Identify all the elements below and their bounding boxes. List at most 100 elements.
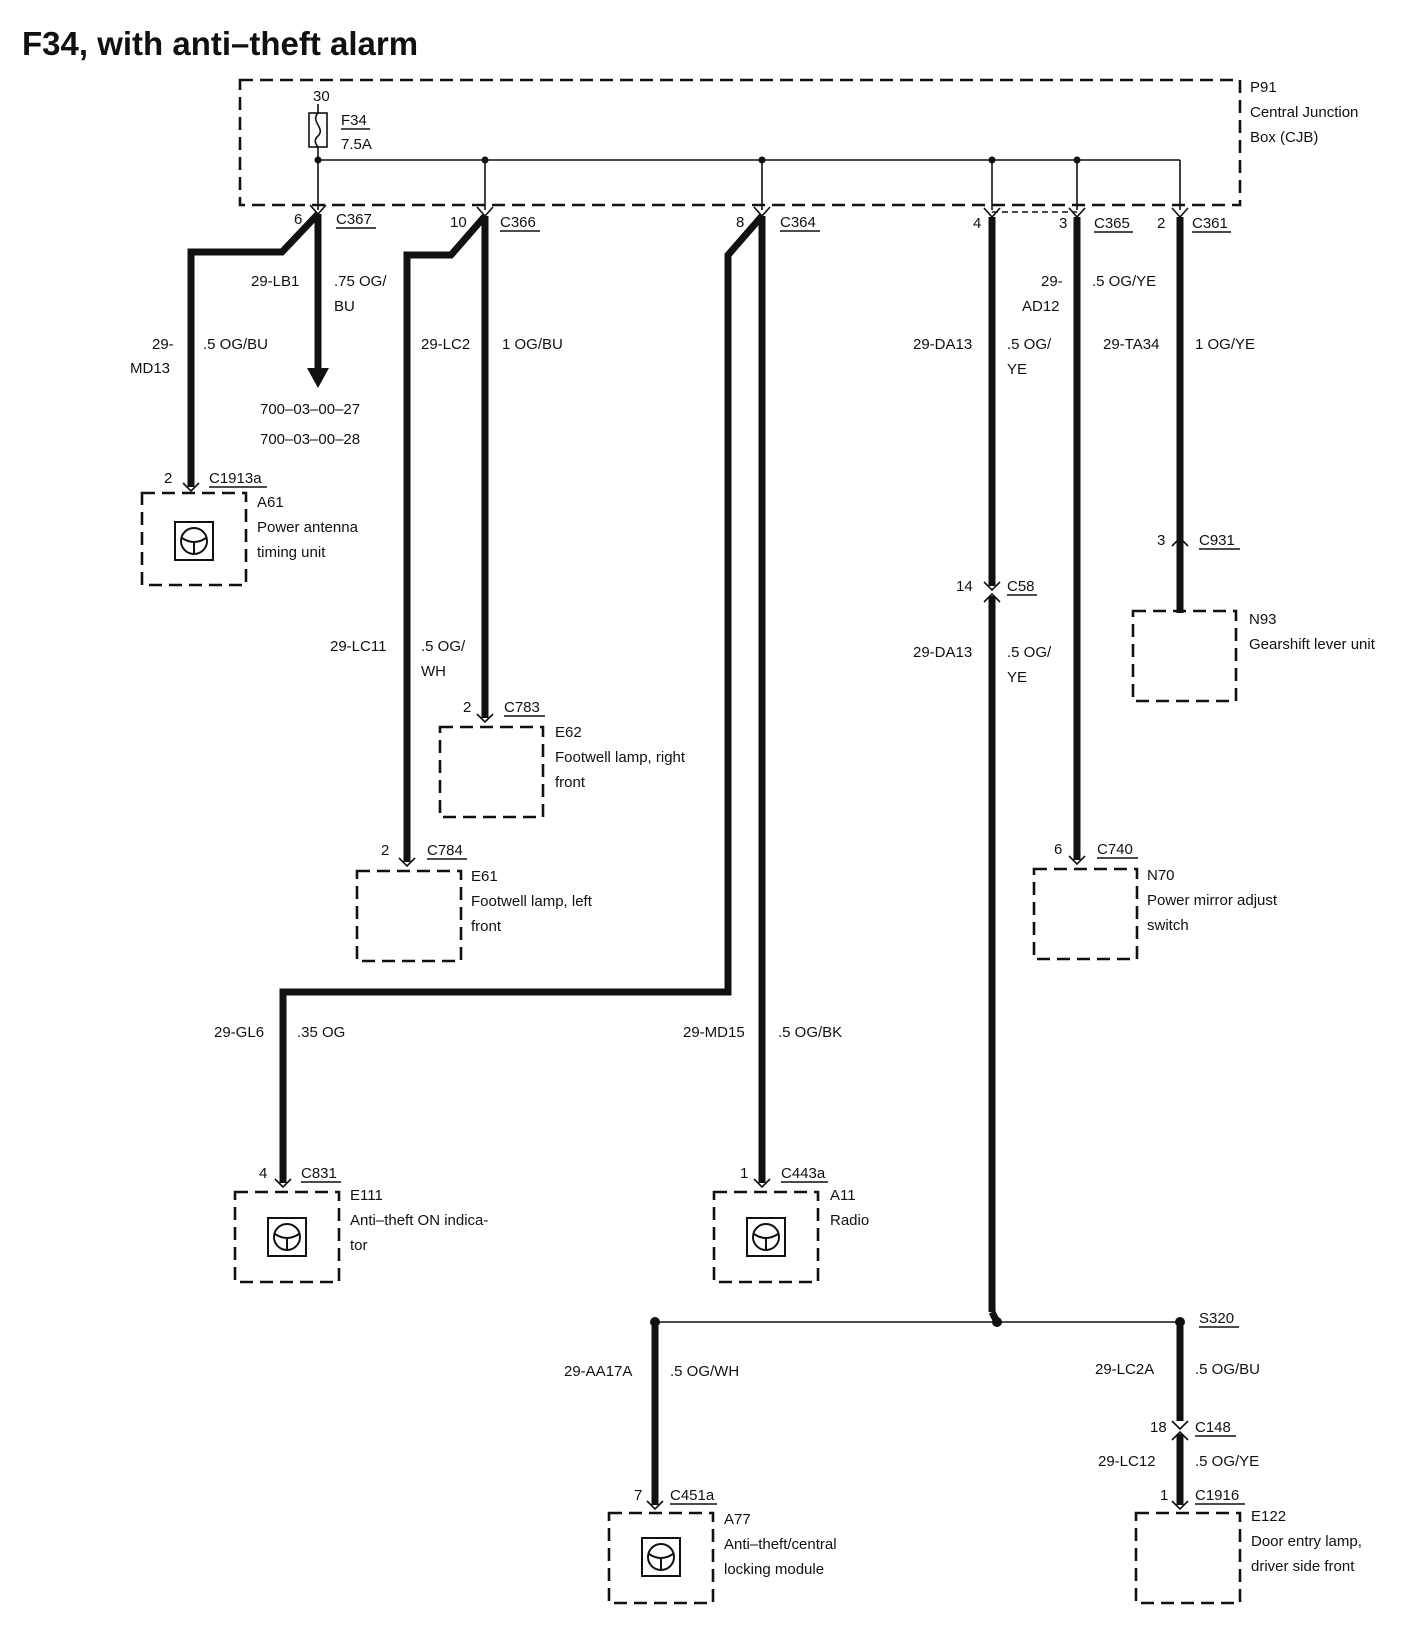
e62-box <box>438 725 545 819</box>
wire-lb1-spec2: BU <box>334 298 355 315</box>
e61-ref: E61 <box>471 868 498 885</box>
wire-ad12-spec: .5 OG/YE <box>1092 273 1156 290</box>
c443a-name: C443a <box>781 1165 826 1182</box>
a61-box <box>140 491 248 587</box>
c1916-connector-icon <box>1171 1500 1189 1511</box>
e111-module-icon <box>267 1217 307 1257</box>
cjb-ref: P91 <box>1250 79 1277 96</box>
e111-line2: tor <box>350 1237 368 1254</box>
e122-ref: E122 <box>1251 1508 1286 1525</box>
n70-line1: Power mirror adjust <box>1147 892 1278 909</box>
s320-node-left <box>650 1317 660 1327</box>
a61-line2: timing unit <box>257 544 326 561</box>
c1913a-pin: 2 <box>164 470 172 487</box>
wire-md13-spec: .5 OG/BU <box>203 336 268 353</box>
c931-name: C931 <box>1199 532 1235 549</box>
e111-module-mark <box>274 1233 300 1250</box>
c831-pin: 4 <box>259 1165 267 1182</box>
c784-name: C784 <box>427 842 463 859</box>
wire-ta34-code: 29-TA34 <box>1103 336 1159 353</box>
c361-name: C361 <box>1192 215 1228 232</box>
n70-line2: switch <box>1147 917 1189 934</box>
c1916-name: C1916 <box>1195 1487 1239 1504</box>
wire-aa17a-code: 29-AA17A <box>564 1363 632 1380</box>
wire-lc2a-spec: .5 OG/BU <box>1195 1361 1260 1378</box>
c58-connector-bottom-icon <box>983 592 1001 603</box>
a61-module-mark <box>181 537 207 554</box>
c740-connector-icon <box>1068 855 1086 866</box>
wire-lc11-spec2: WH <box>421 663 446 680</box>
c931-connector-icon <box>1171 536 1189 547</box>
e122-line1: Door entry lamp, <box>1251 1533 1362 1550</box>
a77-module-icon <box>641 1537 681 1577</box>
e62-line2: front <box>555 774 586 791</box>
c740-name: C740 <box>1097 841 1133 858</box>
wire-md13-code2: MD13 <box>130 360 170 377</box>
e61-line2: front <box>471 918 502 935</box>
n70-ref: N70 <box>1147 867 1175 884</box>
cjb-name-line2: Box (CJB) <box>1250 129 1318 146</box>
n70-box <box>1032 867 1139 961</box>
wire-da13-mid-spec2: YE <box>1007 669 1027 686</box>
wire-lc12-code: 29-LC12 <box>1098 1453 1156 1470</box>
c148-connector-bottom-icon <box>1171 1430 1189 1441</box>
wire-da13-top-code: 29-DA13 <box>913 336 972 353</box>
a11-box <box>712 1190 820 1284</box>
a77-ref: A77 <box>724 1511 751 1528</box>
wire-gl6-code: 29-GL6 <box>214 1024 264 1041</box>
c740-pin: 6 <box>1054 841 1062 858</box>
wire-aa17a-spec: .5 OG/WH <box>670 1363 739 1380</box>
wire-lc2-spec: 1 OG/BU <box>502 336 563 353</box>
wire-lb1-arrow-icon <box>307 368 329 388</box>
c58-connector-top-icon <box>983 581 1001 592</box>
c443a-pin: 1 <box>740 1165 748 1182</box>
wire-lc2a-code: 29-LC2A <box>1095 1361 1154 1378</box>
wire-da13-mid-code: 29-DA13 <box>913 644 972 661</box>
wire-lb1-spec1: .75 OG/ <box>334 273 387 290</box>
fuse-body <box>308 112 328 148</box>
c148-pin: 18 <box>1150 1419 1167 1436</box>
wire-md15-code: 29-MD15 <box>683 1024 745 1041</box>
fuse-element-icon <box>314 112 322 148</box>
wire-lc12-spec: .5 OG/YE <box>1195 1453 1259 1470</box>
e111-line1: Anti–theft ON indica- <box>350 1212 488 1229</box>
wire-md15-spec: .5 OG/BK <box>778 1024 842 1041</box>
c1916-pin: 1 <box>1160 1487 1168 1504</box>
a61-module-icon <box>174 521 214 561</box>
s320-name: S320 <box>1199 1310 1234 1327</box>
cjb-box <box>238 78 1242 207</box>
c1913a-connector-icon <box>182 482 200 493</box>
e122-box <box>1134 1511 1242 1605</box>
a11-module-icon <box>746 1217 786 1257</box>
c148-name: C148 <box>1195 1419 1231 1436</box>
wire-gl6 <box>279 213 765 1183</box>
c931-pin: 3 <box>1157 532 1165 549</box>
c783-name: C783 <box>504 699 540 716</box>
s320-node-right <box>1175 1317 1185 1327</box>
wire-lc11-code: 29-LC11 <box>330 638 386 655</box>
a61-line1: Power antenna <box>257 519 359 536</box>
wire-da13-mid-spec1: .5 OG/ <box>1007 644 1052 661</box>
c1913a-name: C1913a <box>209 470 262 487</box>
wire-lc2-code: 29-LC2 <box>421 336 470 353</box>
c365-name: C365 <box>1094 215 1130 232</box>
wire-da13-top-spec2: YE <box>1007 361 1027 378</box>
c364-pin: 8 <box>736 214 744 231</box>
c783-connector-icon <box>476 713 494 724</box>
c831-connector-icon <box>274 1178 292 1189</box>
cjb-name-line1: Central Junction <box>1250 104 1358 121</box>
ref-700-03-00-28: 700–03–00–28 <box>260 431 360 448</box>
c443a-connector-icon <box>753 1178 771 1189</box>
ref-700-03-00-27: 700–03–00–27 <box>260 401 360 418</box>
e62-line1: Footwell lamp, right <box>555 749 686 766</box>
a11-module-mark <box>753 1233 779 1250</box>
diagram-title: F34, with anti–theft alarm <box>22 25 418 62</box>
a77-line2: locking module <box>724 1561 824 1578</box>
a77-line1: Anti–theft/central <box>724 1536 837 1553</box>
e61-box <box>355 869 463 963</box>
s320-join <box>988 1310 1001 1324</box>
wire-ta34-spec: 1 OG/YE <box>1195 336 1255 353</box>
n93-line1: Gearshift lever unit <box>1249 636 1376 653</box>
wire-lc11-spec1: .5 OG/ <box>421 638 466 655</box>
